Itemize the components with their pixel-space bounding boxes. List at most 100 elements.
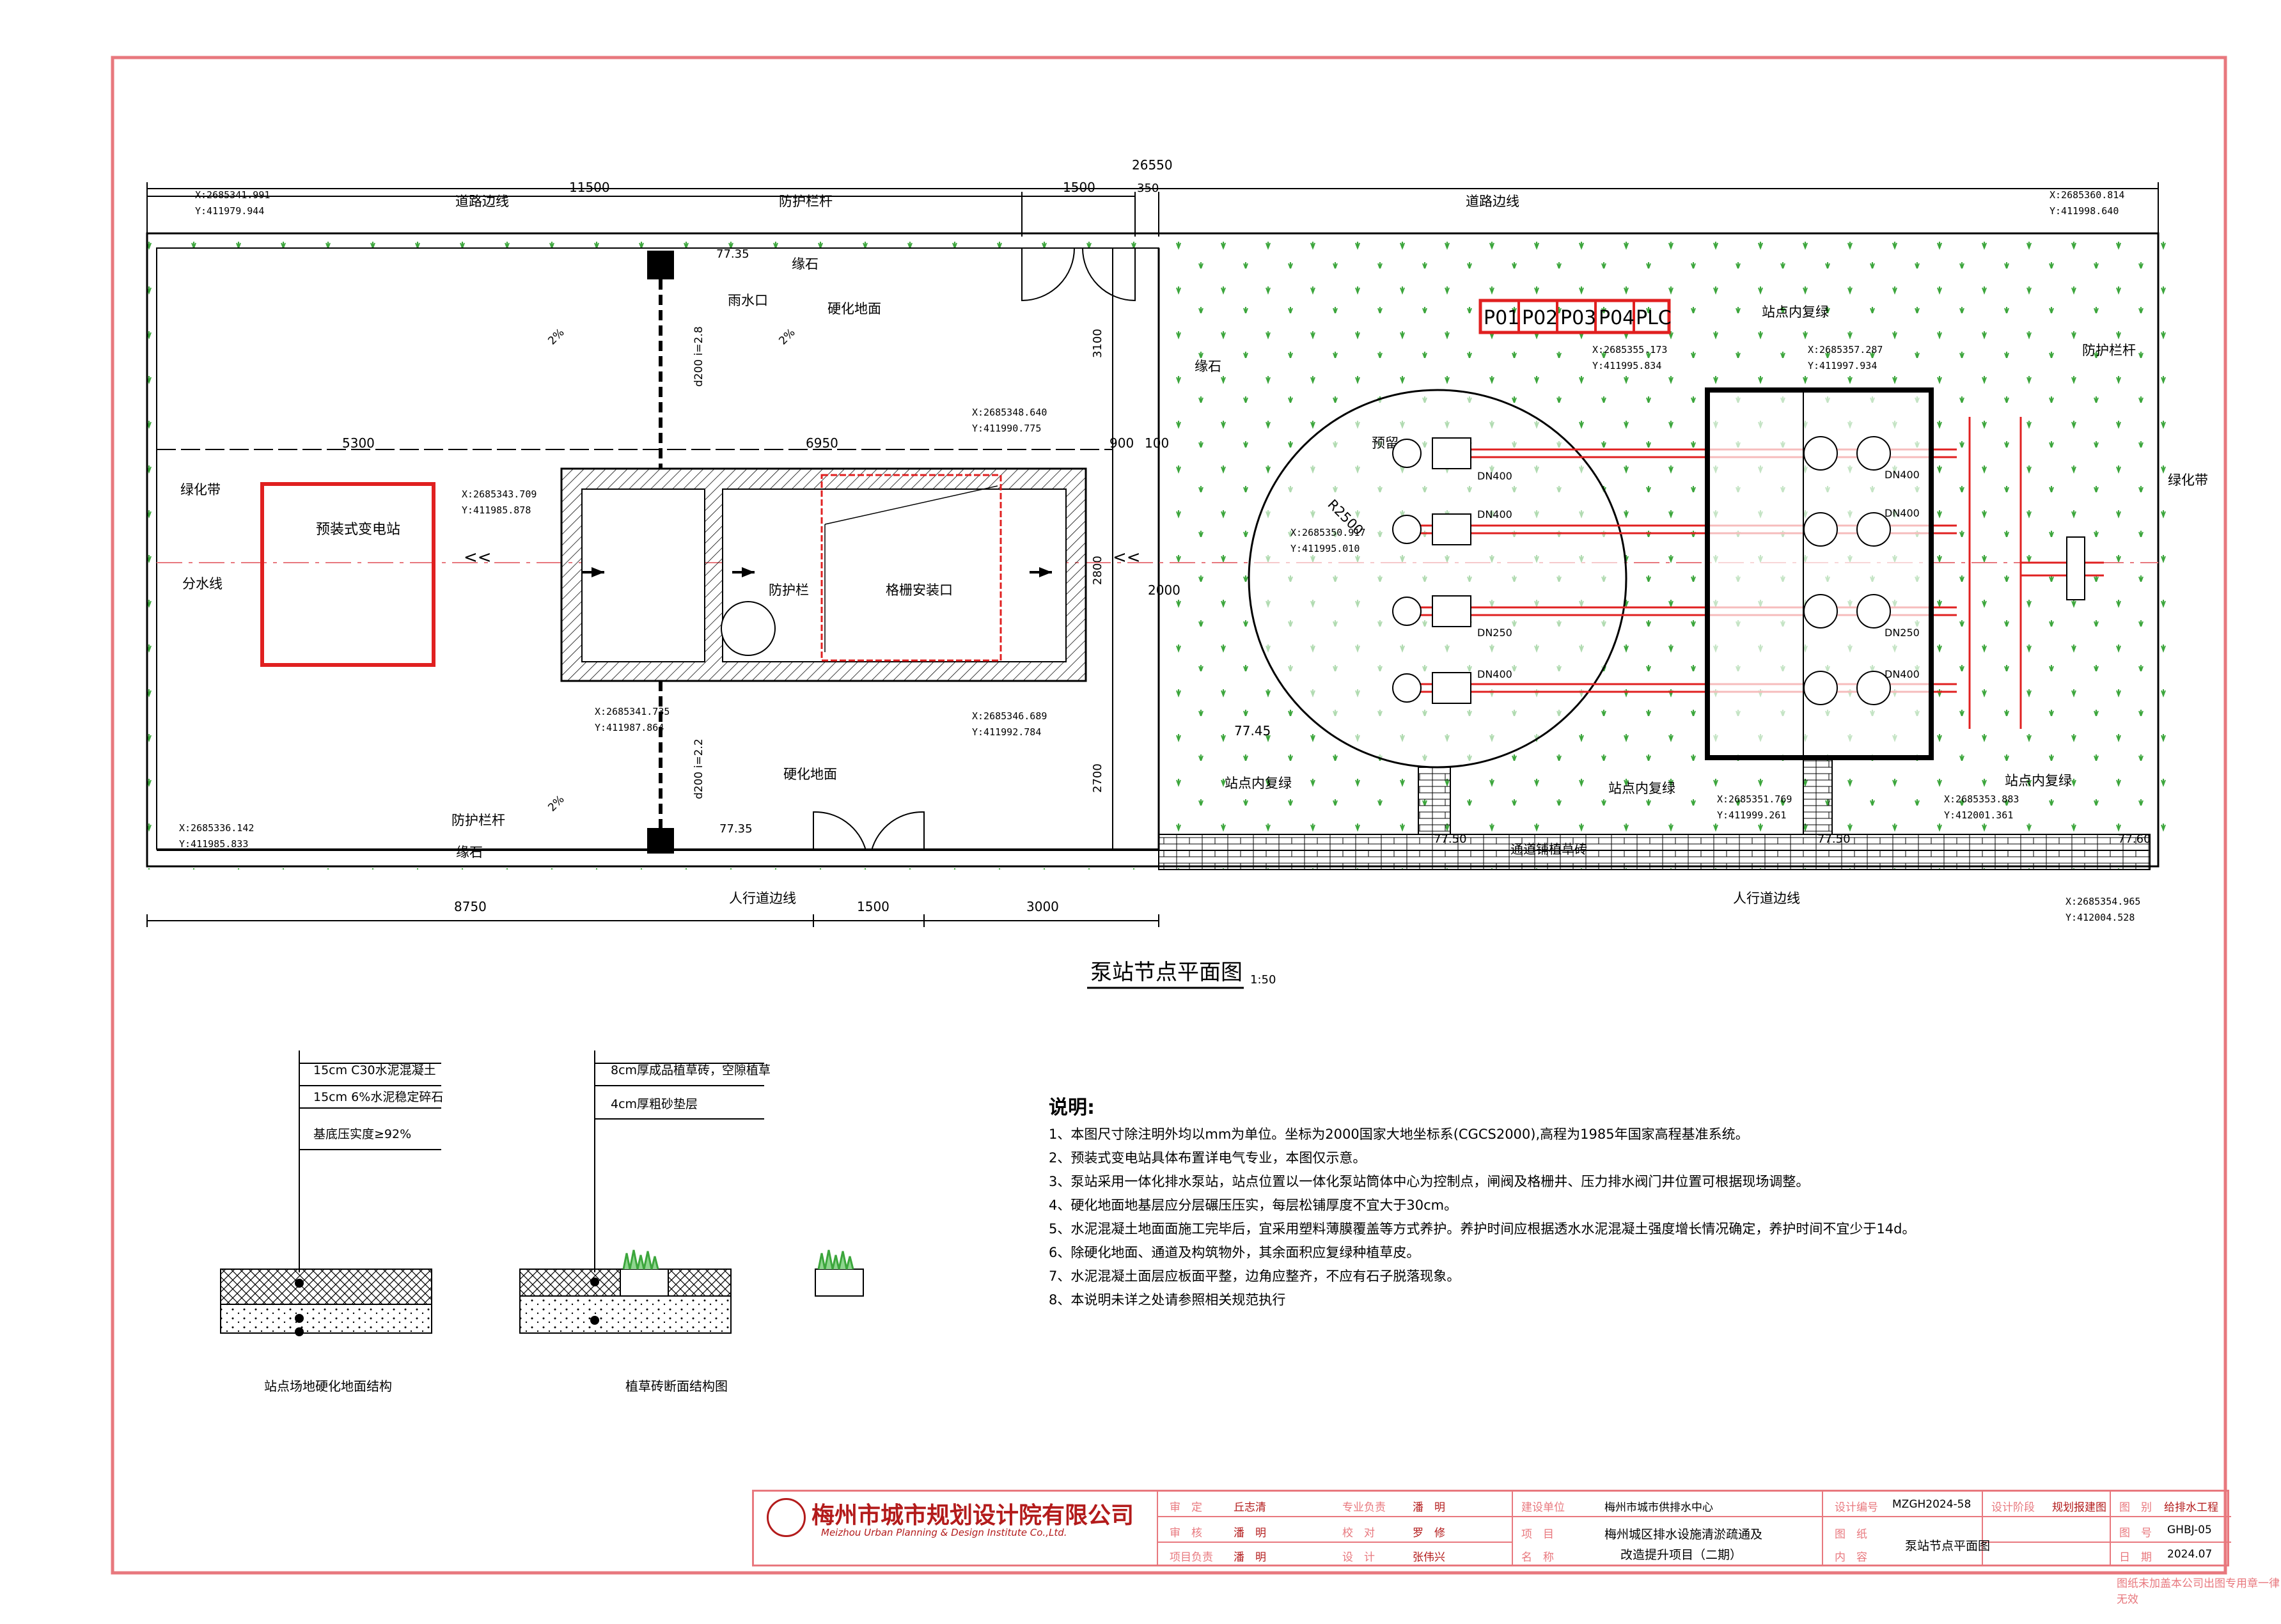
dn-label-3: DN250 xyxy=(1477,627,1512,639)
dim-2700: 2700 xyxy=(1091,763,1104,793)
dn-label-5: DN400 xyxy=(1885,469,1920,481)
date-label: 日 期 xyxy=(2119,1551,2152,1564)
green-strip-left xyxy=(131,230,157,863)
svg-text:Y:411995.834: Y:411995.834 xyxy=(1592,360,1661,371)
svg-text:Y:411979.944: Y:411979.944 xyxy=(195,205,264,217)
design-notes: 说明: 1、本图尺寸除注明外均以mm为单位。坐标为2000国家大地坐标系(CGC… xyxy=(1049,1093,2136,1312)
drawing-label-2: 内 容 xyxy=(1835,1551,1867,1564)
client-name: 梅州市城市供排水中心 xyxy=(1604,1501,1713,1514)
svg-text:Y:411987.864: Y:411987.864 xyxy=(595,722,664,733)
number-label: 图 号 xyxy=(2119,1527,2152,1540)
cylinder-outlet xyxy=(1418,767,1451,835)
curb-mid: 缘石 xyxy=(1195,359,1221,374)
rain-inlet: 雨水口 xyxy=(728,293,768,308)
tag-p04: P04 xyxy=(1599,307,1634,329)
design-label: 设 计 xyxy=(1342,1551,1375,1564)
grass-brick-section: 8cm厚成品植草砖，空隙植草 4cm厚粗砂垫层 植草砖断面结构图 xyxy=(519,1050,864,1394)
slope-1: 2% xyxy=(545,326,567,347)
grille-well-chamber-a xyxy=(581,488,705,662)
stage-value: 规划报建图 xyxy=(2052,1501,2106,1514)
tag-p02: P02 xyxy=(1522,307,1558,329)
elev-7735-top: 77.35 xyxy=(716,247,749,261)
dim-11500: 11500 xyxy=(569,180,610,195)
site-outline xyxy=(146,232,2160,868)
svg-text:X:2685351.769: X:2685351.769 xyxy=(1717,793,1792,805)
dim-1500-bottom: 1500 xyxy=(857,899,890,914)
company-name: 梅州市城市规划设计院有限公司 xyxy=(811,1503,1134,1529)
client-label: 建设单位 xyxy=(1521,1501,1565,1514)
dim-3100: 3100 xyxy=(1091,329,1104,358)
gate-top xyxy=(1021,247,1136,302)
grille-opening xyxy=(820,474,1002,662)
elev-7760: 77.60 xyxy=(2118,832,2151,846)
hard-ground-bottom: 硬化地面 xyxy=(783,767,837,782)
tag-p01: P01 xyxy=(1484,307,1519,329)
svg-text:Y:411985.878: Y:411985.878 xyxy=(462,504,531,516)
hard-section-caption: 站点场地硬化地面结构 xyxy=(264,1378,392,1394)
dim-6950: 6950 xyxy=(806,435,838,451)
dim-100: 100 xyxy=(1145,435,1169,451)
green-restore-1: 站点内复绿 xyxy=(1225,776,1292,791)
svg-text:Y:411992.784: Y:411992.784 xyxy=(972,726,1041,738)
green-belt-right: 绿化带 xyxy=(2168,472,2208,488)
valve-units xyxy=(1803,436,1891,705)
approve-name: 丘志清 xyxy=(1234,1501,1266,1514)
note-item: 3、泵站采用一体化排水泵站，站点位置以一体化泵站筒体中心为控制点，闸阀及格栅井、… xyxy=(1049,1174,1810,1189)
drawing-name: 泵站节点平面图 xyxy=(1905,1539,1991,1553)
number-value: GHBJ-05 xyxy=(2167,1524,2212,1536)
category-value: 给排水工程 xyxy=(2164,1501,2218,1514)
railing-right: 防护栏杆 xyxy=(2082,343,2136,358)
elev-7750-b: 77.50 xyxy=(1817,832,1851,846)
hard-layer-3: 基底压实度≥92% xyxy=(313,1127,411,1141)
dn-label-8: DN400 xyxy=(1885,668,1920,680)
svg-text:X:2685360.814: X:2685360.814 xyxy=(2050,189,2124,201)
grass-layer-2: 4cm厚粗砂垫层 xyxy=(611,1097,698,1111)
svg-text:X:2685354.965: X:2685354.965 xyxy=(2065,896,2140,907)
svg-text:X:2685346.689: X:2685346.689 xyxy=(972,710,1047,722)
rain-inlet-bottom xyxy=(647,828,674,854)
project-label-2: 名 称 xyxy=(1521,1551,1554,1564)
grille-label: 格栅安装口 xyxy=(886,582,953,598)
svg-text:Y:411998.640: Y:411998.640 xyxy=(2050,205,2119,217)
dim-350: 350 xyxy=(1137,182,1159,195)
project-label-1: 项 目 xyxy=(1521,1528,1554,1541)
railing-bottom: 防护栏杆 xyxy=(451,813,505,828)
spec-lead-name: 潘 明 xyxy=(1413,1501,1445,1514)
note-item: 1、本图尺寸除注明外均以mm为单位。坐标为2000国家大地坐标系(CGCS200… xyxy=(1049,1127,1749,1142)
svg-text:X:2685348.640: X:2685348.640 xyxy=(972,407,1047,418)
dim-1500-top: 1500 xyxy=(1063,180,1095,195)
note-item: 5、水泥混凝土地面面施工完毕后，宜采用塑料薄膜覆盖等方式养护。养护时间应根据透水… xyxy=(1049,1221,1916,1237)
note-item: 8、本说明未详之处请参照相关规范执行 xyxy=(1049,1292,1286,1308)
project-name-1: 梅州城区排水设施清淤疏通及 xyxy=(1604,1527,1763,1542)
svg-text:X:2685350.917: X:2685350.917 xyxy=(1290,527,1365,538)
dim-8750: 8750 xyxy=(454,899,487,914)
sidewalk-right: 人行道边线 xyxy=(1733,891,1800,906)
note-item: 4、硬化地面地基层应分层碾压压实，每层松铺厚度不宜大于30cm。 xyxy=(1049,1198,1458,1213)
company-name-en: Meizhou Urban Planning & Design Institut… xyxy=(821,1527,1067,1538)
hard-layer-2: 15cm 6%水泥稳定碎石 xyxy=(313,1090,443,1104)
dim-5300: 5300 xyxy=(342,435,375,451)
flow-arrow-right: << xyxy=(1113,548,1141,567)
svg-text:X:2685343.709: X:2685343.709 xyxy=(462,488,537,500)
top-dimensions xyxy=(146,182,2159,927)
svg-text:Y:412001.361: Y:412001.361 xyxy=(1944,809,2013,821)
elev-7735-bottom: 77.35 xyxy=(719,822,753,836)
svg-text:Y:411985.833: Y:411985.833 xyxy=(179,838,248,850)
green-restore-3: 站点内复绿 xyxy=(2005,773,2072,788)
title-block-footer: 图纸未加盖本公司出图专用章一律无效 xyxy=(2117,1577,2280,1606)
date-value: 2024.07 xyxy=(2167,1548,2213,1561)
dim-total: 26550 xyxy=(1132,157,1173,173)
spec-lead-label: 专业负责 xyxy=(1342,1501,1386,1514)
category-label: 图 别 xyxy=(2119,1501,2152,1514)
svg-text:X:2685353.883: X:2685353.883 xyxy=(1944,793,2019,805)
project-lead-name: 潘 明 xyxy=(1234,1551,1266,1564)
green-restore-2: 站点内复绿 xyxy=(1608,781,1675,796)
dim-2000: 2000 xyxy=(1148,582,1180,598)
note-item: 2、预装式变电站具体布置详电气专业，本图仅示意。 xyxy=(1049,1150,1367,1166)
road-edge-right: 道路边线 xyxy=(1466,194,1519,209)
pipe-bottom: d200 i=2.2 xyxy=(693,738,705,799)
elev-7750-a: 77.50 xyxy=(1434,832,1467,846)
valve-chamber-outlet xyxy=(1803,757,1833,835)
dn-label-1: DN400 xyxy=(1477,470,1512,482)
